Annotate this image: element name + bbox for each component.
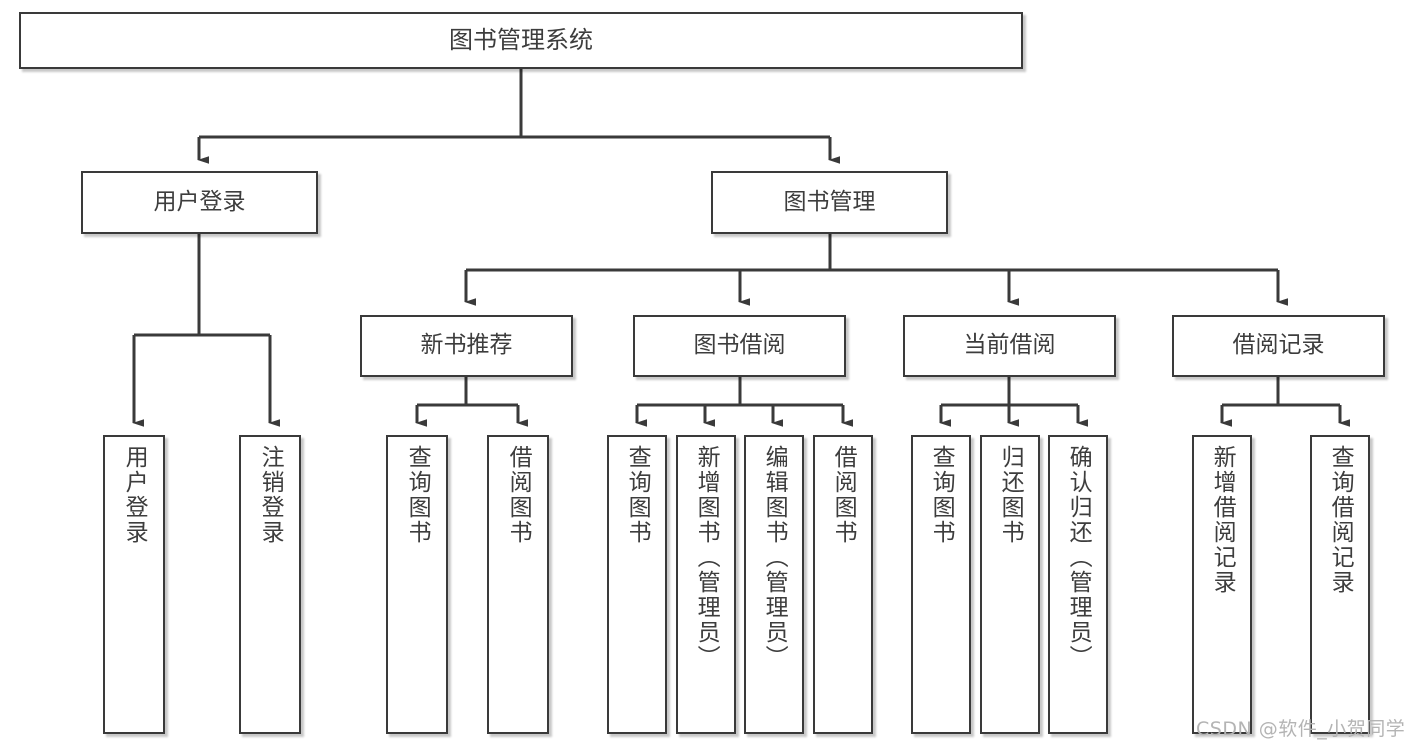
- leaf-return-book[interactable]: 归还图书: [980, 435, 1040, 734]
- node-current-borrow[interactable]: 当前借阅: [903, 315, 1116, 377]
- node-label: 借阅图书: [830, 445, 857, 545]
- node-label: 图书管理系统: [449, 26, 593, 55]
- node-label: 图书借阅: [693, 332, 786, 359]
- node-label: 新增图书（管理员）: [693, 445, 720, 670]
- node-label: 查询图书: [404, 445, 431, 545]
- leaf-query-borrow-record[interactable]: 查询借阅记录: [1310, 435, 1370, 734]
- leaf-add-borrow-record[interactable]: 新增借阅记录: [1192, 435, 1252, 734]
- node-label: 图书管理: [783, 188, 876, 215]
- node-label: 查询图书: [928, 445, 955, 545]
- leaf-add-book[interactable]: 新增图书（管理员）: [676, 435, 736, 734]
- leaf-edit-book[interactable]: 编辑图书（管理员）: [744, 435, 804, 734]
- node-book-manage[interactable]: 图书管理: [711, 171, 948, 234]
- node-label: 新增借阅记录: [1209, 445, 1236, 595]
- node-new-book-recommend[interactable]: 新书推荐: [360, 315, 573, 377]
- node-label: 借阅图书: [505, 445, 532, 545]
- node-borrow-record[interactable]: 借阅记录: [1172, 315, 1385, 377]
- leaf-logout-login[interactable]: 注销登录: [239, 435, 301, 734]
- node-label: 借阅记录: [1232, 332, 1325, 359]
- node-book-borrow[interactable]: 图书借阅: [633, 315, 846, 377]
- leaf-borrow-book[interactable]: 借阅图书: [813, 435, 873, 734]
- node-label: 归还图书: [997, 445, 1024, 545]
- node-label: 新书推荐: [420, 332, 513, 359]
- leaf-confirm-return[interactable]: 确认归还（管理员）: [1048, 435, 1108, 734]
- csdn-watermark: CSDN @软件_小贺同学: [1196, 718, 1405, 740]
- leaf-query-book-current[interactable]: 查询图书: [911, 435, 971, 734]
- leaf-query-book-borrow[interactable]: 查询图书: [607, 435, 667, 734]
- node-label: 编辑图书（管理员）: [761, 445, 788, 670]
- node-label: 用户登录: [153, 188, 246, 215]
- node-label: 当前借阅: [963, 332, 1056, 359]
- node-label: 查询图书: [624, 445, 651, 545]
- node-label: 用户登录: [121, 445, 148, 545]
- leaf-borrow-book-recommend[interactable]: 借阅图书: [487, 435, 549, 734]
- node-label: 确认归还（管理员）: [1065, 445, 1092, 670]
- node-user-login[interactable]: 用户登录: [81, 171, 318, 234]
- node-label: 查询借阅记录: [1327, 445, 1354, 595]
- leaf-query-book-recommend[interactable]: 查询图书: [386, 435, 448, 734]
- leaf-user-login[interactable]: 用户登录: [103, 435, 165, 734]
- node-label: 注销登录: [257, 445, 284, 545]
- node-root-system[interactable]: 图书管理系统: [19, 12, 1023, 69]
